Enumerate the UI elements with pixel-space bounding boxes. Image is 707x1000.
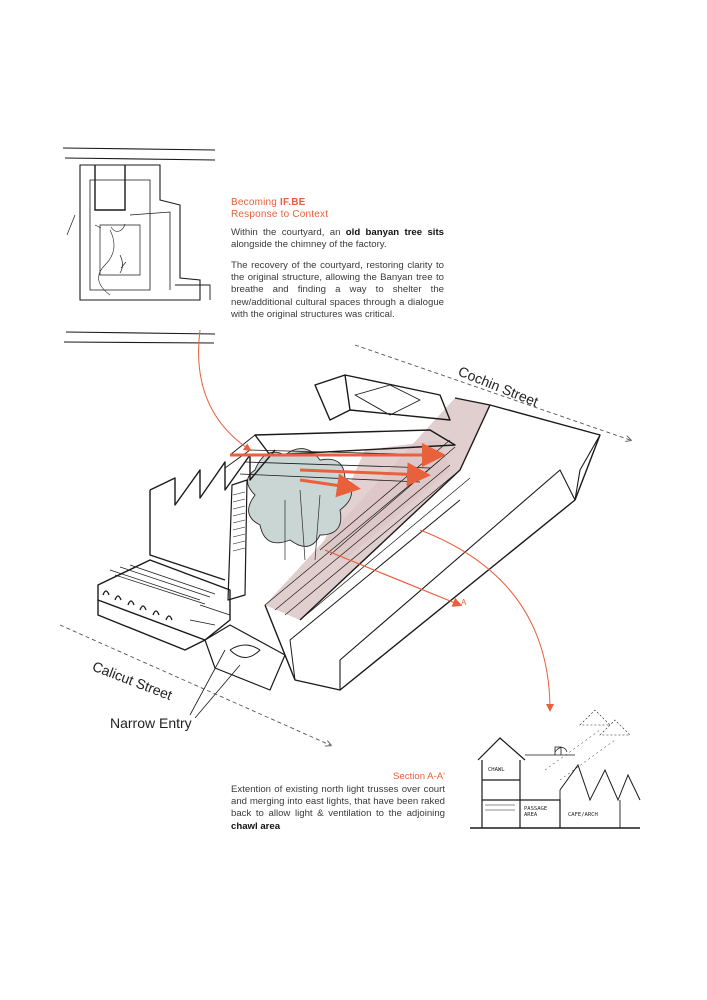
intro-heading-brand: IF.BE	[280, 197, 306, 208]
chawl-sketch-label: CHAWL	[488, 767, 505, 773]
intro-heading-prefix: Becoming	[231, 197, 281, 208]
intro-p1-text-a: Within the courtyard, an	[231, 227, 346, 238]
section-description: Extention of existing north light trusse…	[231, 784, 445, 833]
banyan-tree	[247, 448, 352, 561]
intro-p1-bold: old banyan tree sits	[345, 227, 445, 238]
section-sketch	[470, 709, 641, 829]
street-lines	[59, 344, 630, 745]
axonometric-building	[97, 374, 601, 691]
plan-sketch	[62, 147, 216, 344]
intro-paragraph-1: Within the courtyard, an old banyan tree…	[231, 227, 444, 251]
intro-paragraph-2: The recovery of the courtyard, restoring…	[231, 260, 444, 320]
cafe-sketch-label: CAFE/ARCH	[568, 812, 598, 818]
intro-heading: Becoming IF.BE Response to Context	[231, 197, 451, 221]
narrow-entry-label: Narrow Entry	[110, 715, 192, 731]
section-text-a: Extention of existing north light trusse…	[231, 784, 445, 820]
section-heading: Section A-A'	[393, 771, 445, 782]
narrow-entry-leaders	[189, 649, 241, 719]
passage-sketch-label: PASSAGE AREA	[524, 806, 548, 818]
intro-p1-text-b: alongside the chimney of the factory.	[231, 239, 387, 251]
section-marker-a: A	[461, 598, 467, 607]
section-text-bold: chawl area	[231, 820, 281, 832]
intro-heading-subtitle: Response to Context	[231, 209, 329, 220]
flow-arrows	[198, 329, 554, 712]
